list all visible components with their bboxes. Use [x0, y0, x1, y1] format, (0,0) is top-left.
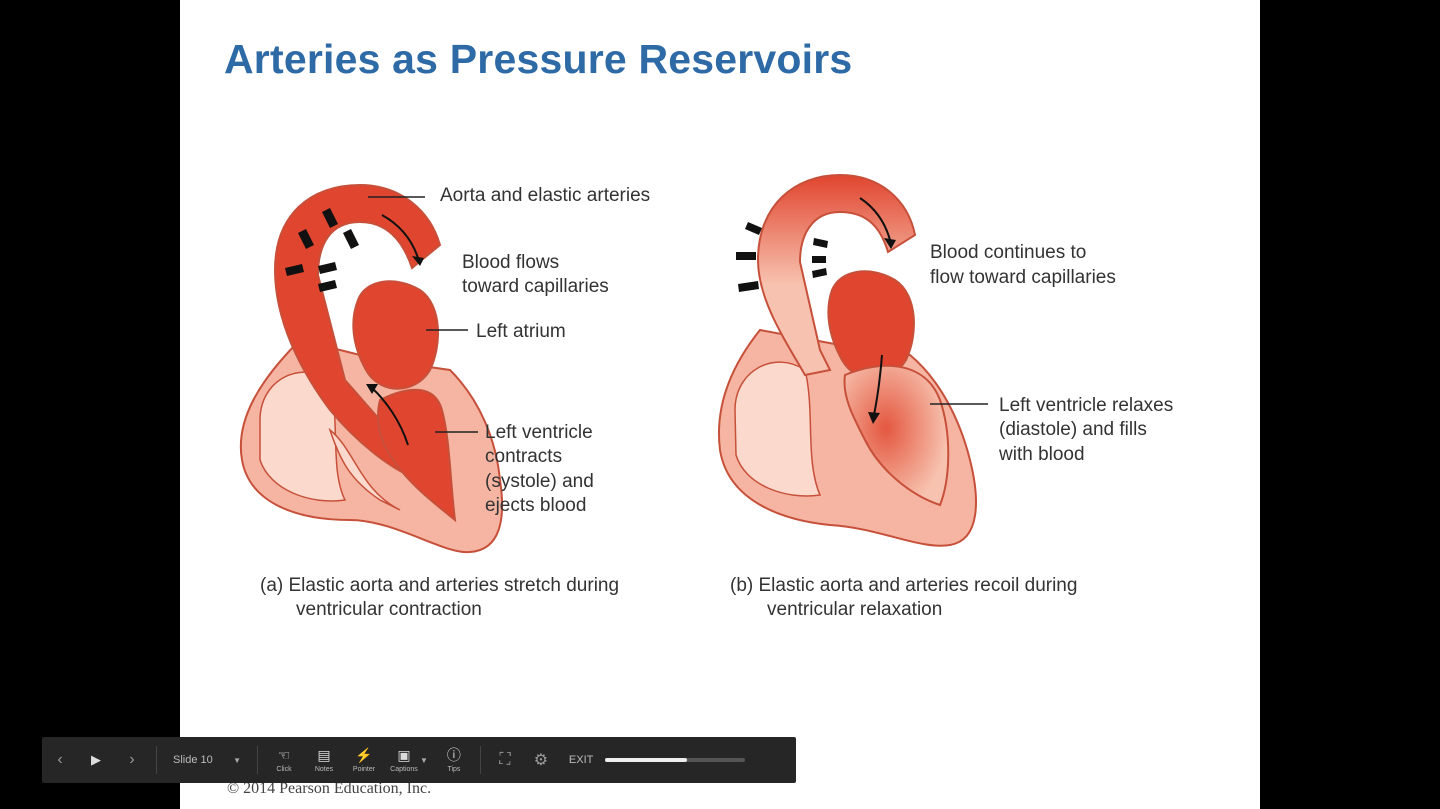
label-ventricle-b-3: with blood [998, 444, 1085, 465]
progress-fill [605, 758, 687, 762]
label-ventricle-b-2: (diastole) and fills [999, 419, 1147, 440]
previous-button[interactable]: ‹ [42, 737, 78, 783]
captions-button[interactable]: ▣ Captions [384, 737, 424, 783]
fullscreen-icon: ⛶ [499, 751, 511, 768]
label-flow-a-1: Blood flows [462, 252, 559, 273]
captions-caret-icon[interactable]: ▼ [420, 755, 428, 765]
pointer-button[interactable]: ⚡ Pointer [344, 737, 384, 783]
label-ventricle-a-2: contracts [485, 446, 562, 467]
heart-a-flow-arrow [381, 214, 419, 259]
notes-button[interactable]: ▤ Notes [304, 737, 344, 783]
heart-a-atrium [352, 280, 439, 390]
heart-b-recoil-arrows [736, 222, 828, 292]
play-icon: ▶ [91, 752, 101, 767]
label-ventricle-a-4: ejects blood [485, 495, 586, 516]
click-label: Click [276, 766, 292, 773]
divider [257, 746, 258, 774]
heart-a-ventricle [377, 388, 457, 523]
exit-button[interactable]: EXIT [568, 754, 594, 766]
heart-b-atrium [827, 270, 915, 380]
heart-b-aorta [756, 173, 917, 377]
chevron-left-icon: ‹ [57, 751, 63, 768]
label-ventricle-a-3: (systole) and [485, 471, 594, 492]
caption-a-2: ventricular contraction [296, 599, 482, 620]
heart-b-ventricle [843, 364, 950, 507]
label-flow-b-2: flow toward capillaries [930, 267, 1116, 288]
heart-b-fill-arrow [873, 354, 883, 416]
notes-icon: ▤ [317, 747, 331, 763]
divider [479, 746, 481, 774]
play-button[interactable]: ▶ [78, 737, 114, 783]
divider [156, 746, 157, 774]
player-toolbar: ‹ ▶ › Slide 10 ▼ ☜ Click ▤ Notes ⚡ Point… [42, 737, 796, 783]
heart-a [239, 183, 504, 554]
next-button[interactable]: › [114, 737, 150, 783]
tips-icon: ⓘ [446, 747, 461, 763]
label-ventricle-a-1: Left ventricle [485, 422, 593, 443]
label-flow-a-2: toward capillaries [462, 276, 609, 297]
tips-label: Tips [447, 766, 461, 773]
slide-selector[interactable]: Slide 10 ▼ [163, 737, 251, 783]
heart-b-flow-arrow [859, 197, 891, 241]
captions-label: Captions [390, 766, 418, 773]
label-aorta-a: Aorta and elastic arteries [440, 185, 650, 206]
slide: Arteries as Pressure Reservoirs [180, 0, 1260, 809]
heart-b [718, 173, 988, 547]
notes-label: Notes [314, 766, 334, 773]
pointer-label: Pointer [352, 766, 376, 773]
tips-button[interactable]: ⓘ Tips [434, 737, 474, 783]
slide-selector-label: Slide 10 [173, 754, 213, 766]
settings-button[interactable]: ⚙ [523, 737, 559, 783]
heart-b-right-chamber [734, 361, 822, 497]
caption-b-1: (b) Elastic aorta and arteries recoil du… [730, 575, 1077, 596]
heart-a-aorta [273, 183, 442, 482]
copyright: © 2014 Pearson Education, Inc. [227, 780, 432, 797]
heart-a-stretch-arrows [285, 208, 359, 292]
heart-a-right-chamber [259, 371, 347, 502]
pointer-icon: ⚡ [355, 747, 373, 763]
captions-icon: ▣ [397, 747, 411, 763]
label-ventricle-b-1: Left ventricle relaxes [999, 395, 1173, 416]
caret-down-icon: ▼ [233, 755, 241, 765]
heart-a-inner [328, 427, 401, 511]
click-button[interactable]: ☜ Click [264, 737, 304, 783]
label-flow-b-1: Blood continues to [930, 242, 1086, 263]
heart-a-eject-arrow [371, 387, 409, 446]
label-atrium-a: Left atrium [476, 321, 566, 342]
slide-title: Arteries as Pressure Reservoirs [224, 36, 853, 82]
fullscreen-button[interactable]: ⛶ [487, 737, 523, 783]
click-icon: ☜ [277, 747, 291, 763]
chevron-right-icon: › [129, 751, 135, 768]
caption-a-1: (a) Elastic aorta and arteries stretch d… [260, 575, 619, 596]
progress-bar[interactable] [605, 758, 746, 762]
caption-b-2: ventricular relaxation [767, 599, 942, 620]
gear-icon: ⚙ [533, 752, 549, 769]
heart-diagram: Aorta and elastic arteries Blood flows t… [239, 173, 1173, 620]
